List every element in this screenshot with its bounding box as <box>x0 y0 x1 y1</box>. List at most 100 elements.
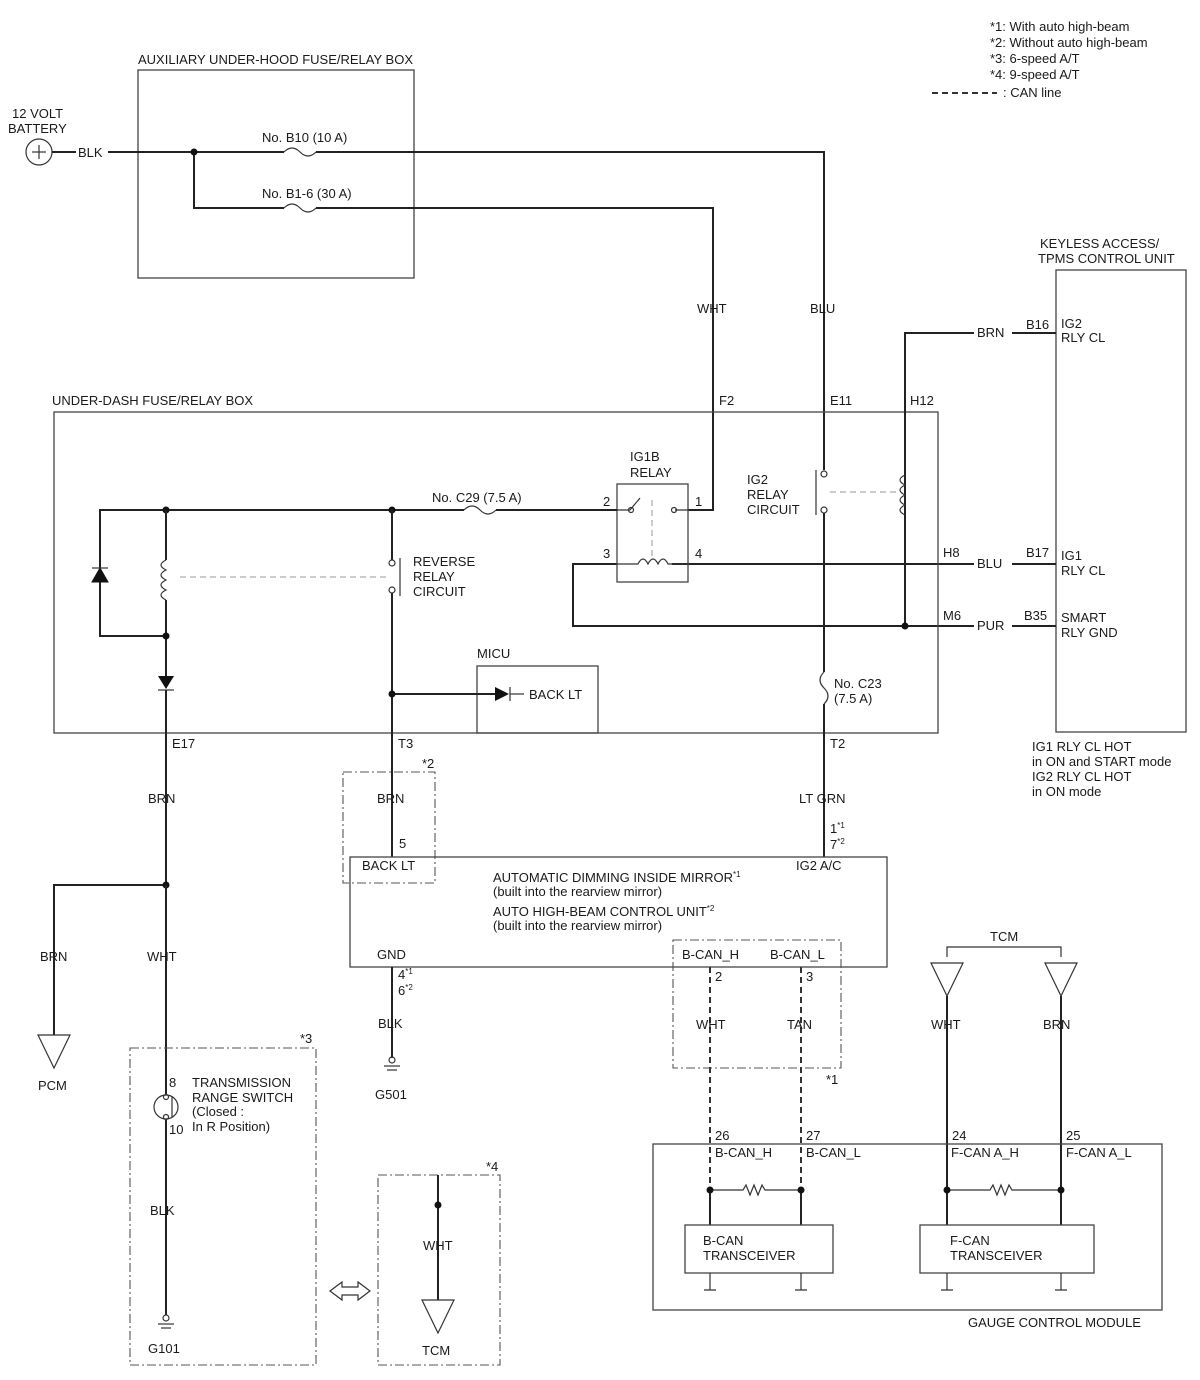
reverse-relay-label-3: CIRCUIT <box>413 584 466 599</box>
gauge-pin-25: 25 <box>1066 1128 1080 1143</box>
wire-wht-tcm-9speed: WHT <box>423 1238 453 1253</box>
option-frame-3 <box>129 1047 317 1366</box>
connector-m6: M6 <box>943 608 961 623</box>
under-dash-fuse-relay-box <box>53 411 939 734</box>
tcm-bracket <box>946 946 1062 957</box>
wire-brn-tcm: BRN <box>1043 1017 1070 1032</box>
option-mark-3: *3 <box>300 1031 312 1046</box>
gauge-fcan-l-label: F-CAN A_L <box>1066 1145 1132 1160</box>
tcm-top-label: TCM <box>990 929 1018 944</box>
gauge-fcan-h-label: F-CAN A_H <box>951 1145 1019 1160</box>
fuse-b1-6-label: No. B1-6 (30 A) <box>262 186 352 201</box>
wire-lt-grn-t2: LT GRN <box>799 791 845 806</box>
wire-blk-trs: BLK <box>150 1203 175 1218</box>
fuse-b1-6-icon <box>283 203 317 213</box>
fuse-c29-icon <box>463 505 497 515</box>
tcm-connector-icon-1 <box>930 962 964 998</box>
ig1b-pin-1: 1 <box>695 494 702 509</box>
mirror-pin-6: 6*2 <box>398 983 413 998</box>
aux-fuse-relay-box <box>137 69 415 279</box>
wire-blk-battery: BLK <box>78 145 103 160</box>
legend-can-line: : CAN line <box>1003 85 1062 100</box>
wire-wht-f2: WHT <box>697 301 727 316</box>
wire-wht-can: WHT <box>696 1017 726 1032</box>
mirror-ig2-ac-label: IG2 A/C <box>796 858 842 873</box>
mirror-subtitle-1: (built into the rearview mirror) <box>493 884 662 899</box>
battery-label-2: BATTERY <box>8 121 67 136</box>
bcan-transceiver-label-1: B-CAN <box>703 1233 743 1248</box>
trs-pin-10: 10 <box>169 1122 183 1137</box>
trs-pin-8: 8 <box>169 1075 176 1090</box>
pcm-connector-icon <box>37 1034 71 1070</box>
back-lt-diode-icon <box>495 687 509 701</box>
fuse-c23-label-1: No. C23 <box>834 676 882 691</box>
option-frame-4 <box>377 1174 501 1366</box>
connector-t3: T3 <box>398 736 413 751</box>
wire-blk-gnd: BLK <box>378 1016 403 1031</box>
mirror-title-1: AUTOMATIC DIMMING INSIDE MIRROR*1 <box>493 870 741 885</box>
keyless-title-2: TPMS CONTROL UNIT <box>1038 251 1175 266</box>
ground-g501-icon <box>384 1056 400 1071</box>
ig1-rly-cl-label-1: IG1 <box>1061 548 1082 563</box>
ig2-relay-label-1: IG2 <box>747 472 768 487</box>
bcan-termination-resistor-icon <box>710 1183 801 1197</box>
transmission-range-switch-icon <box>153 1093 179 1121</box>
wire-wht-trs: WHT <box>147 949 177 964</box>
smart-rly-gnd-label-1: SMART <box>1061 610 1106 625</box>
keyless-access-tpms-unit <box>1055 269 1187 733</box>
mirror-pin-4: 4*1 <box>398 967 413 982</box>
connector-f2: F2 <box>719 393 734 408</box>
gauge-title: GAUGE CONTROL MODULE <box>968 1315 1141 1330</box>
mirror-pin-5: 5 <box>399 836 406 851</box>
legend-note-2: *2: Without auto high-beam <box>990 35 1148 50</box>
connector-e11: E11 <box>830 393 852 408</box>
pin-b17: B17 <box>1026 545 1049 560</box>
ig2-relay-label-2: RELAY <box>747 487 789 502</box>
wire-brn-pcm: BRN <box>40 949 67 964</box>
mirror-pin-2: 2 <box>715 969 722 984</box>
pin-b16: B16 <box>1026 317 1049 332</box>
fcan-termination-resistor-icon <box>947 1183 1061 1197</box>
legend-note-4: *4: 9-speed A/T <box>990 67 1080 82</box>
fuse-b10-icon <box>283 147 317 157</box>
connector-h8: H8 <box>943 545 960 560</box>
legend: *1: With auto high-beam *2: Without auto… <box>932 19 1148 100</box>
tcm-9speed-connector-icon <box>421 1299 455 1335</box>
mirror-gnd-label: GND <box>377 947 406 962</box>
interchange-arrow-icon <box>329 1280 371 1302</box>
ig2-rly-cl-label-2: RLY CL <box>1061 330 1105 345</box>
ig1b-pin-2: 2 <box>603 494 610 509</box>
diode-icon <box>91 566 109 583</box>
option-frame-2 <box>342 771 436 884</box>
trs-label-2: RANGE SWITCH <box>192 1090 293 1105</box>
battery: 12 VOLT BATTERY BLK <box>8 106 103 166</box>
tcm-9speed-label: TCM <box>422 1343 450 1358</box>
connector-t2: T2 <box>830 736 845 751</box>
micu <box>476 665 599 734</box>
mirror-back-lt-label: BACK LT <box>362 858 415 873</box>
trs-label-3: (Closed : <box>192 1104 244 1119</box>
reverse-relay-label-1: REVERSE <box>413 554 475 569</box>
wire-brn-t3: BRN <box>377 791 404 806</box>
connector-h12: H12 <box>910 393 934 408</box>
ground-g101-icon <box>158 1314 174 1329</box>
keyless-title-1: KEYLESS ACCESS/ <box>1040 236 1160 251</box>
ground-g101-label: G101 <box>148 1341 180 1356</box>
mirror-pin-1: 1*1 <box>830 821 845 836</box>
micu-back-lt-label: BACK LT <box>529 687 582 702</box>
pin-b35: B35 <box>1024 608 1047 623</box>
mirror-pin-3: 3 <box>806 969 813 984</box>
reverse-relay-coil-icon <box>160 559 168 601</box>
connector-e17: E17 <box>172 736 195 751</box>
ig1b-pin-3: 3 <box>603 546 610 561</box>
smart-rly-gnd-label-2: RLY GND <box>1061 625 1118 640</box>
legend-note-1: *1: With auto high-beam <box>990 19 1129 34</box>
wire-brn-e17: BRN <box>148 791 175 806</box>
mirror-bcan-l-label: B-CAN_L <box>770 947 825 962</box>
mirror-subtitle-2: (built into the rearview mirror) <box>493 918 662 933</box>
keyless-note-2: in ON and START mode <box>1032 754 1171 769</box>
legend-note-3: *3: 6-speed A/T <box>990 51 1080 66</box>
keyless-note-1: IG1 RLY CL HOT <box>1032 739 1132 754</box>
ig1b-pin-4: 4 <box>695 546 702 561</box>
gauge-pin-24: 24 <box>952 1128 966 1143</box>
